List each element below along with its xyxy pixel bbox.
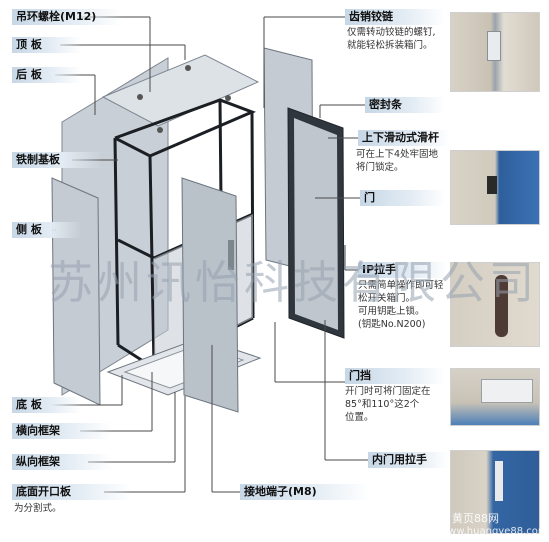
front-door-shape <box>181 177 239 413</box>
hinge-photo <box>450 12 540 92</box>
desc-ip-handle: 只需简单操作即可轻 松开关箱门。 可用钥匙上锁。 (钥匙No.N200) <box>358 280 444 330</box>
watermark-url: www.huangye88.com <box>440 526 548 537</box>
door-stop-photo <box>450 368 540 426</box>
label-inner-handle: 内门用拉手 <box>368 452 448 468</box>
label-ip-handle: IP拉手 <box>358 262 448 278</box>
top-panel-shape <box>101 54 260 127</box>
desc-door-stop: 开门时可将门固定在 85°和110°这2个 位置。 <box>345 386 431 423</box>
label-bottom-panel: 底 板 <box>12 397 82 413</box>
ip-handle-photo <box>450 262 540 347</box>
label-hinge: 齿销铰链 <box>345 9 445 25</box>
label-horizontal-frame: 横向框架 <box>12 423 112 439</box>
label-vertical-frame: 纵向框架 <box>12 454 112 470</box>
desc-hinge: 仅需转动铰链的螺钉, 就能轻松拆装箱门。 <box>347 27 436 51</box>
desc-slide-bar: 可在上下4处牢固地 将门锁定。 <box>356 149 439 173</box>
watermark-site: 黄页88网 <box>452 512 499 525</box>
label-back-panel: 后 板 <box>12 67 82 83</box>
watermark-company: 苏州讯怡科技有限公司 <box>48 256 539 309</box>
desc-bottom-opening: 为分割式。 <box>14 503 62 514</box>
label-bottom-opening: 底面开口板 <box>12 484 132 500</box>
label-door-stop: 门挡 <box>345 368 445 384</box>
inner-handle-photo <box>450 450 540 534</box>
label-ground-terminal: 接地端子(M8) <box>240 484 370 500</box>
label-base-plate: 铁制基板 <box>12 152 102 168</box>
label-side-panel: 侧 板 <box>12 222 82 238</box>
label-top-panel: 顶 板 <box>12 37 82 53</box>
slide-bar-photo <box>450 150 540 225</box>
label-door: 门 <box>360 190 445 206</box>
label-lift-bolt: 吊环螺栓(M12) <box>12 9 122 25</box>
label-slide-bar: 上下滑动式滑杆 <box>358 130 450 146</box>
label-seal: 密封条 <box>365 97 445 113</box>
